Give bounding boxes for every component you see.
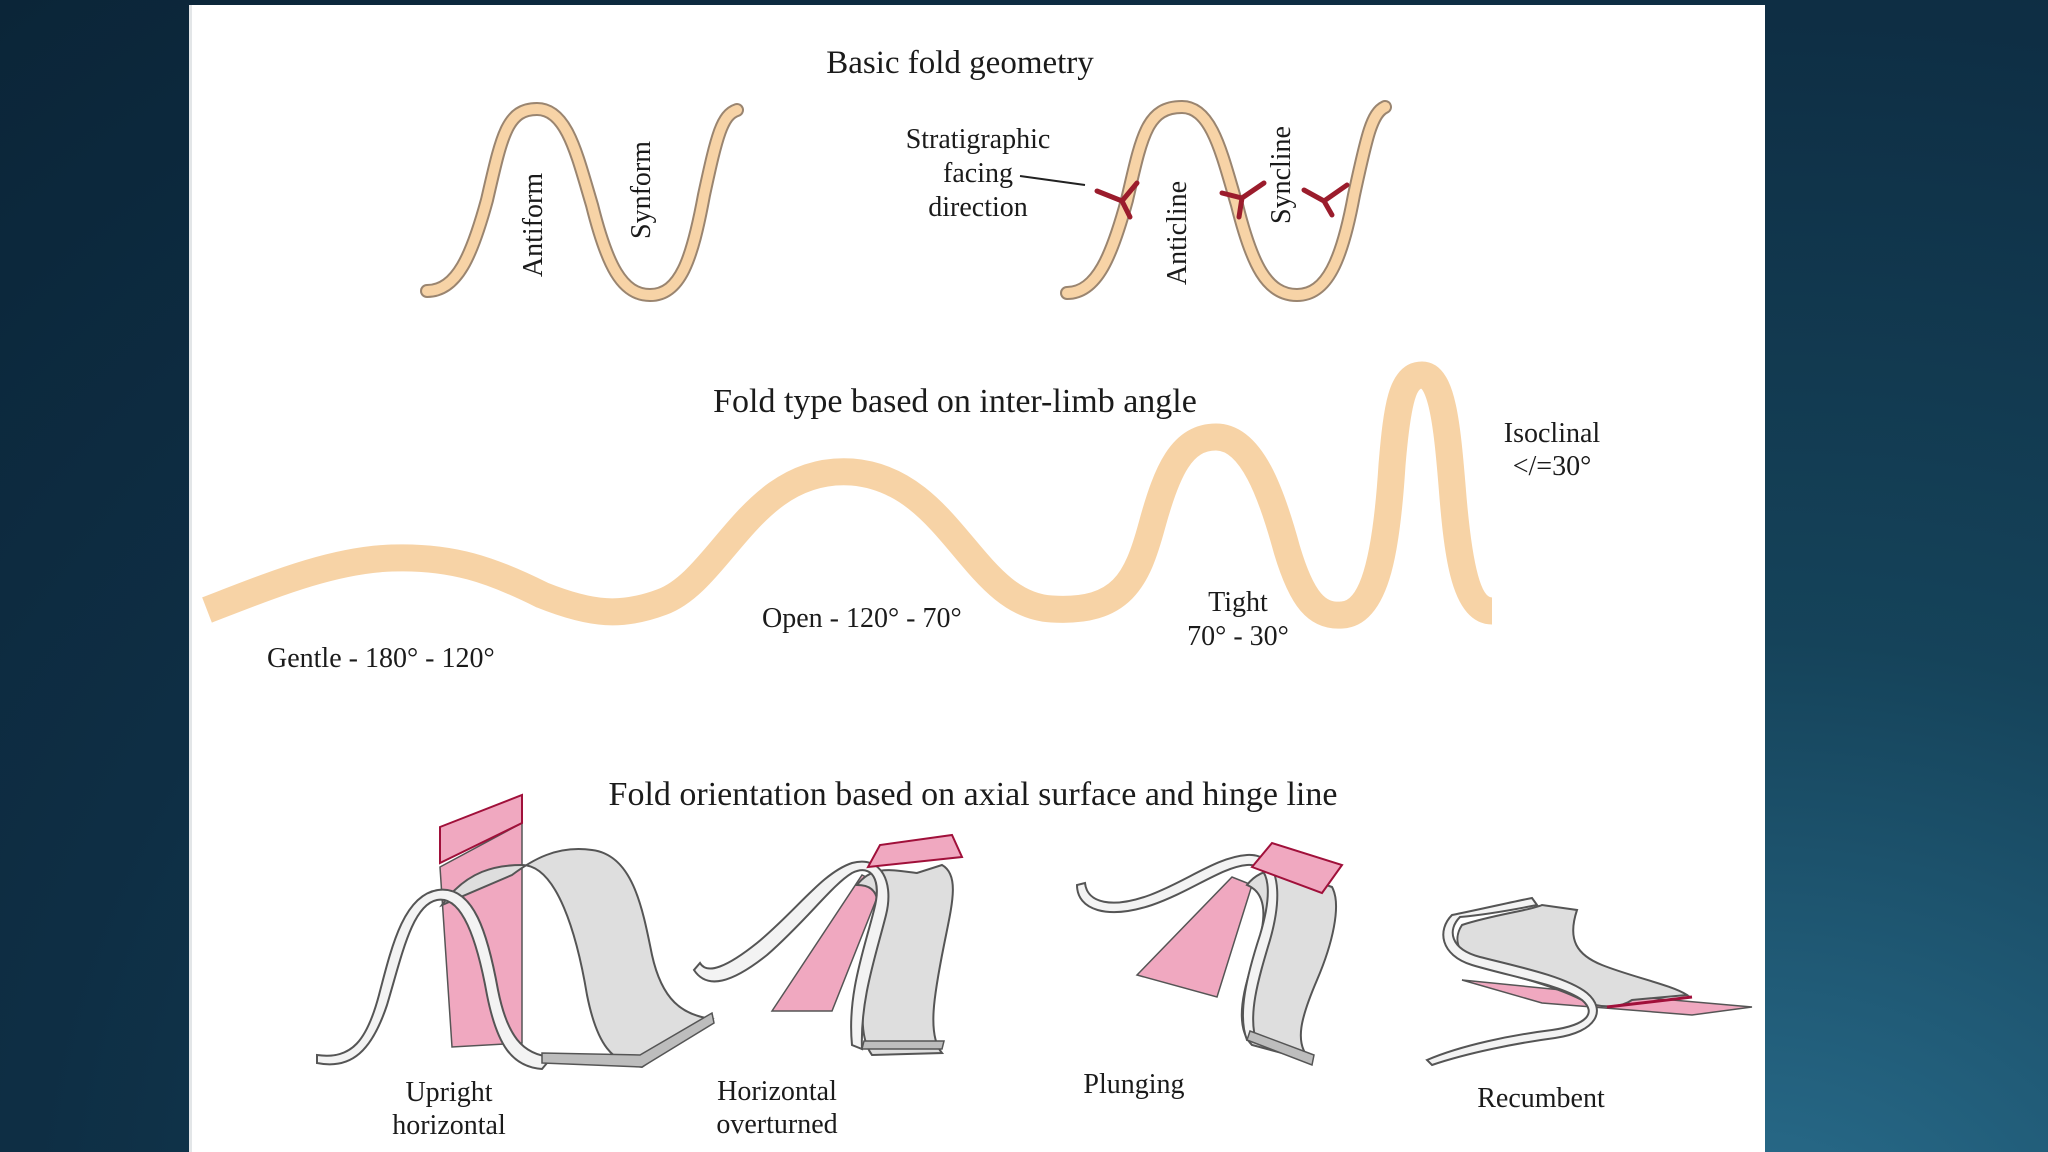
syncline-label: Syncline bbox=[1266, 126, 1297, 224]
isoclinal-label-line1: Isoclinal bbox=[1504, 418, 1601, 449]
plunging-label: Plunging bbox=[1083, 1069, 1184, 1100]
upright-horizontal-fold bbox=[316, 793, 715, 1071]
facing-symbol-icon bbox=[1094, 180, 1140, 220]
basic-title: Basic fold geometry bbox=[826, 45, 1094, 81]
upright-label-line1: Upright bbox=[405, 1077, 492, 1108]
anticline-label: Anticline bbox=[1162, 181, 1193, 285]
synform-label: Synform bbox=[626, 141, 657, 239]
antiform-synform-fold bbox=[420, 101, 744, 303]
facing-label-line3: direction bbox=[928, 192, 1028, 223]
horizontal-label-line2: overturned bbox=[716, 1109, 837, 1140]
anticline-syncline-fold bbox=[1060, 99, 1392, 303]
facing-symbol-icon bbox=[1219, 180, 1267, 220]
horizontal-overturned-fold bbox=[692, 833, 964, 1057]
facing-leader-line bbox=[1019, 175, 1086, 186]
interlimb-title: Fold type based on inter-limb angle bbox=[713, 383, 1197, 420]
fold-diagram: Basic fold geometry Antiform Synform Ant… bbox=[202, 45, 1753, 1141]
horizontal-label-line1: Horizontal bbox=[717, 1076, 837, 1107]
recumbent-fold bbox=[1425, 896, 1753, 1067]
facing-label-line2: facing bbox=[943, 158, 1013, 189]
recumbent-label: Recumbent bbox=[1477, 1083, 1605, 1114]
interlimb-fold bbox=[202, 361, 1495, 629]
upright-label-line2: horizontal bbox=[392, 1110, 506, 1141]
tight-label-line1: Tight bbox=[1208, 587, 1268, 618]
slide: Basic fold geometry Antiform Synform Ant… bbox=[189, 5, 1765, 1152]
open-label: Open - 120° - 70° bbox=[762, 603, 962, 634]
facing-label-line1: Stratigraphic bbox=[906, 124, 1051, 155]
tight-label-line2: 70° - 30° bbox=[1187, 621, 1289, 652]
facing-symbol-icon bbox=[1301, 182, 1350, 218]
plunging-fold bbox=[1075, 841, 1344, 1067]
gentle-label: Gentle - 180° - 120° bbox=[267, 643, 495, 674]
antiform-label: Antiform bbox=[518, 173, 549, 277]
isoclinal-label-line2: </=30° bbox=[1513, 451, 1592, 482]
orientation-title: Fold orientation based on axial surface … bbox=[609, 776, 1338, 813]
